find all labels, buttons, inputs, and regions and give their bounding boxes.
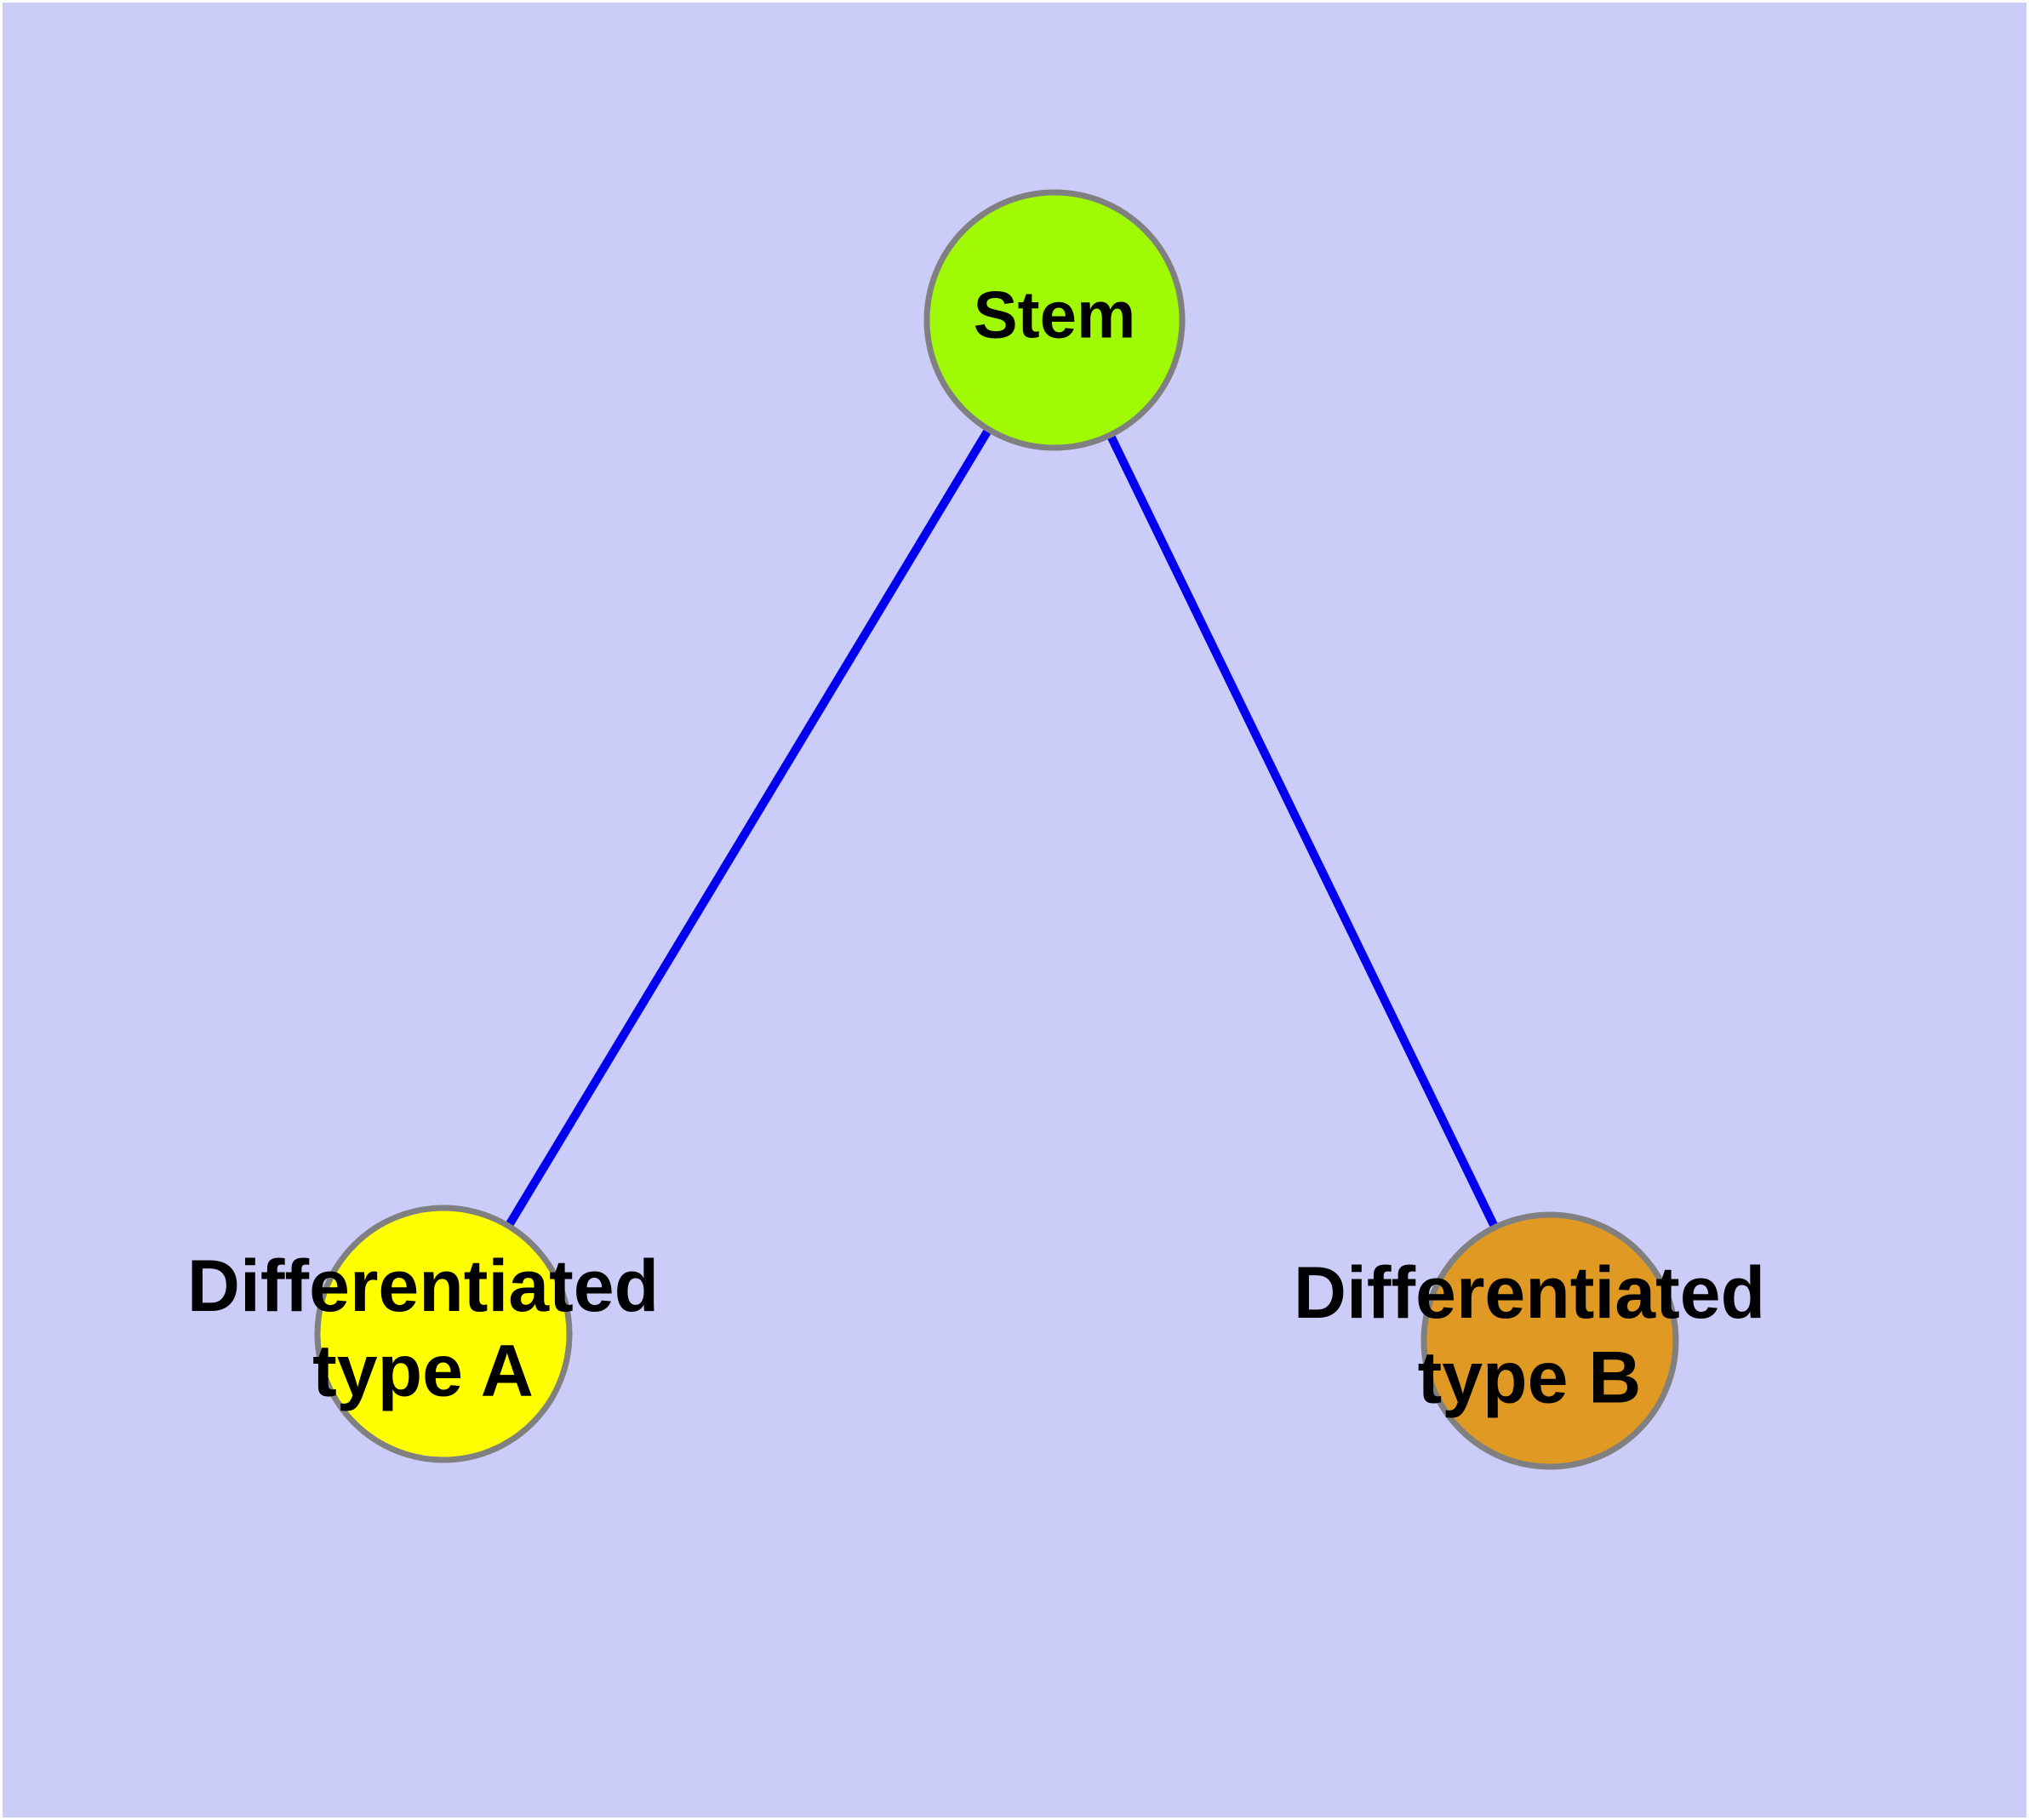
edges-layer [503,424,1500,1233]
graph-node-diff_a[interactable] [314,1205,573,1463]
graph-node-diff_b[interactable] [1420,1211,1679,1470]
node-label-line: Differentiated [1294,1252,1765,1334]
graph-edge [1105,430,1500,1233]
node-label-line: Differentiated [187,1245,659,1327]
graph-edge [503,424,994,1232]
node-label-line: type A [312,1331,534,1412]
node-circle-stem[interactable] [923,189,1186,451]
node-circle-diff_b[interactable] [1420,1211,1679,1470]
node-label-stem: Stem [974,278,1136,352]
node-circle-diff_a[interactable] [314,1205,573,1463]
graph-node-stem[interactable] [923,189,1186,451]
node-label-line: type B [1418,1337,1642,1419]
node-label-line: Stem [974,278,1136,352]
